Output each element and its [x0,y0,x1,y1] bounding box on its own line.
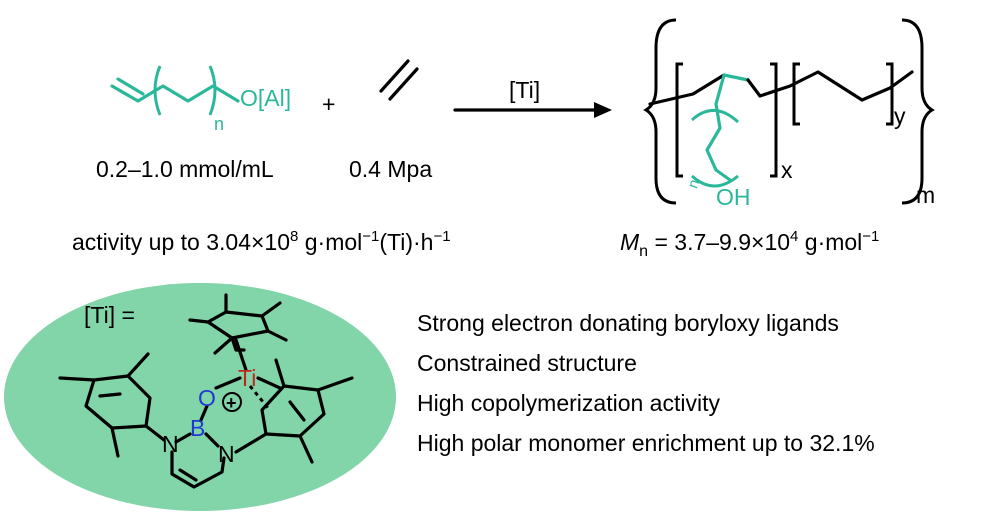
ethylene-structure [379,59,419,101]
catalyst-title: [Ti] = [84,302,135,328]
monomer-structure [110,65,240,116]
oxygen-label: O [198,385,216,411]
catalyst-label: [Ti] [509,77,540,103]
nitrogen-left-label: N [162,431,179,457]
monomer-concentration: 0.2–1.0 mmol/mL [96,156,274,182]
catalyst-structure [58,293,354,489]
activity-text: activity up to 3.04×108 g·mol−1(Ti)·h−1 [72,228,451,255]
positive-charge-icon [222,392,242,412]
molecular-weight-text: Mn = 3.7–9.9×104 g·mol−1 [620,228,879,260]
titanium-label: Ti [238,365,256,391]
feature-item: High polar monomer enrichment up to 32.1… [417,430,875,456]
nitrogen-right-label: N [218,441,235,467]
plus-sign: + [322,91,335,117]
copolymer-structure [643,18,935,205]
x-subscript: x [781,157,793,183]
catalyst-ellipse [4,283,396,511]
ethylene-pressure: 0.4 Mpa [349,156,432,182]
monomer-n-subscript: n [214,114,224,134]
positive-charge-sign: + [226,393,237,413]
monomer-oal-label: O[Al] [240,85,291,111]
hydroxyl-label: OH [716,184,751,210]
feature-list: Strong electron donating boryloxy ligand… [417,303,875,463]
feature-item: Strong electron donating boryloxy ligand… [417,310,839,336]
m-subscript: m [916,182,935,208]
feature-item: High copolymerization activity [417,390,720,416]
boron-label: B [190,415,205,441]
y-subscript: y [894,103,906,129]
reaction-arrow [453,102,612,118]
feature-item: Constrained structure [417,350,637,376]
